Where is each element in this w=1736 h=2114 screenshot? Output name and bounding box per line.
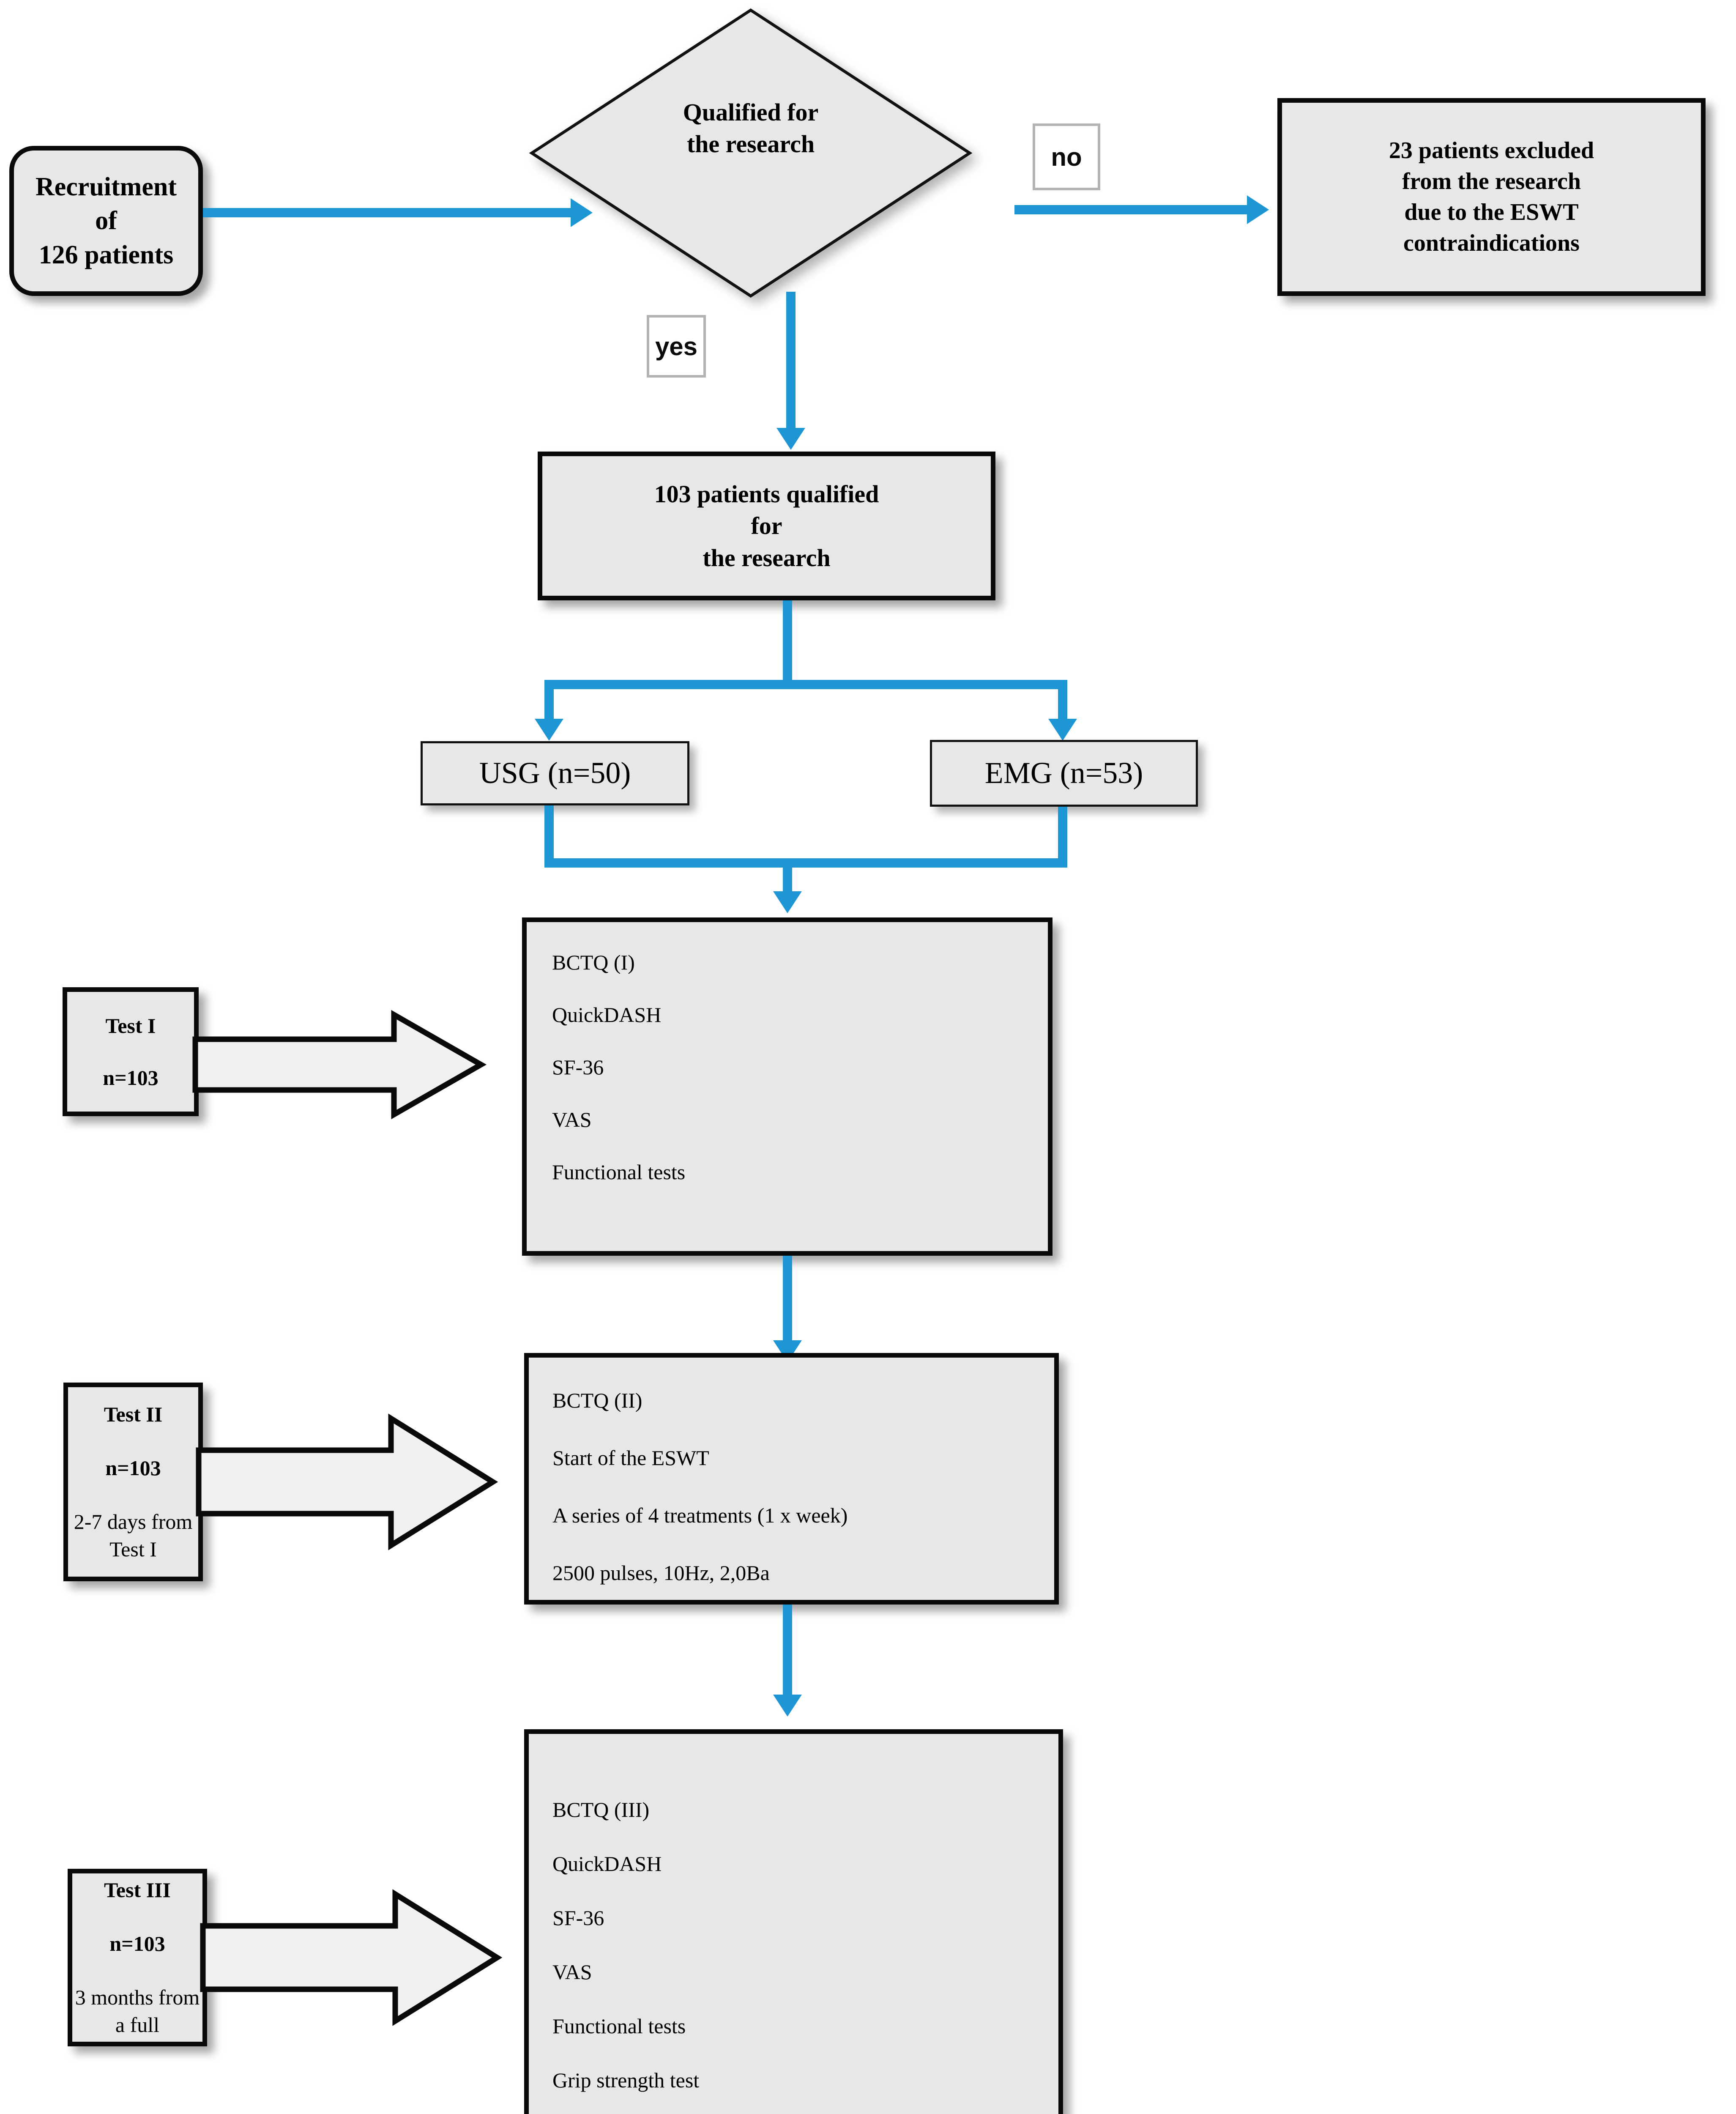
test-1-line-1: Test I bbox=[105, 1013, 156, 1038]
node-emg[interactable]: EMG (n=53) bbox=[930, 740, 1198, 807]
excluded-line-1: 23 patients excluded bbox=[1389, 137, 1594, 164]
label-test-1[interactable]: Test I n=103 bbox=[63, 987, 199, 1116]
stage-3-item-2: QuickDASH bbox=[552, 1852, 662, 1876]
test-3-line-2: n=103 bbox=[109, 1932, 165, 1955]
usg-label: USG (n=50) bbox=[479, 756, 631, 790]
connector-recruitment-to-decision bbox=[203, 208, 575, 217]
connector-decision-to-excluded bbox=[1014, 205, 1251, 214]
recruitment-line-1: Recruitment of bbox=[36, 172, 177, 235]
stage-2-item-2: Start of the ESWT bbox=[552, 1446, 709, 1470]
connector-qualified-stem bbox=[783, 600, 792, 685]
node-recruitment[interactable]: Recruitment of 126 patients bbox=[9, 146, 203, 296]
block-arrow-test-2 bbox=[196, 1413, 498, 1550]
stage-2-item-1: BCTQ (II) bbox=[552, 1388, 642, 1412]
test-2-line-4: Test I bbox=[109, 1537, 157, 1561]
block-arrow-test-3 bbox=[200, 1889, 503, 2026]
qualified-line-3: the research bbox=[703, 544, 831, 572]
qualified-line-1: 103 patients qualified bbox=[654, 480, 879, 508]
stage-1-item-1: BCTQ (I) bbox=[552, 950, 635, 974]
connector-decision-to-qualified bbox=[786, 292, 796, 432]
label-test-3[interactable]: Test III n=103 3 months from a full bbox=[68, 1869, 207, 2046]
label-test-2[interactable]: Test II n=103 2-7 days from Test I bbox=[63, 1383, 203, 1581]
stage-3-item-5: Functional tests bbox=[552, 2014, 686, 2038]
node-excluded[interactable]: 23 patients excluded from the research d… bbox=[1277, 98, 1706, 296]
connector-stage2-to-stage3 bbox=[783, 1605, 792, 1698]
edge-label-yes-text: yes bbox=[655, 332, 698, 361]
stage-3-item-6: Grip strength test bbox=[552, 2068, 700, 2092]
content-box-stage-1[interactable]: BCTQ (I) QuickDASH SF-36 VAS Functional … bbox=[522, 917, 1053, 1256]
emg-label: EMG (n=53) bbox=[984, 756, 1143, 790]
decision-line-2: the research bbox=[686, 130, 815, 158]
test-3-line-1: Test III bbox=[104, 1878, 171, 1902]
node-qualified[interactable]: 103 patients qualified for the research bbox=[538, 452, 995, 600]
decision-text: Qualified for the research bbox=[529, 96, 972, 160]
stage-1-item-2: QuickDASH bbox=[552, 1003, 662, 1027]
connector-split-right-drop bbox=[1058, 680, 1067, 726]
test-1-line-2: n=103 bbox=[103, 1065, 159, 1090]
content-box-stage-3[interactable]: BCTQ (III) QuickDASH SF-36 VAS Functiona… bbox=[524, 1729, 1063, 2114]
arrowhead-stage2-to-stage3 bbox=[773, 1695, 802, 1717]
stage-3-item-1: BCTQ (III) bbox=[552, 1798, 650, 1821]
stage-3-item-4: VAS bbox=[552, 1960, 592, 1984]
arrowhead-recruitment-to-decision bbox=[571, 198, 593, 227]
stage-3-item-3: SF-36 bbox=[552, 1906, 604, 1930]
content-box-stage-2[interactable]: BCTQ (II) Start of the ESWT A series of … bbox=[524, 1353, 1059, 1605]
excluded-line-3: due to the ESWT bbox=[1404, 199, 1579, 225]
connector-usg-drop bbox=[544, 805, 554, 865]
recruitment-line-2: 126 patients bbox=[38, 240, 174, 269]
block-arrow-test-1 bbox=[192, 1010, 487, 1120]
arrowhead-decision-to-qualified bbox=[776, 428, 805, 450]
edge-label-yes[interactable]: yes bbox=[647, 315, 706, 378]
node-decision[interactable]: Qualified for the research bbox=[529, 8, 973, 298]
connector-split-horizontal bbox=[544, 680, 1067, 689]
test-2-line-1: Test II bbox=[104, 1402, 163, 1426]
qualified-line-2: for bbox=[751, 512, 782, 540]
arrowhead-decision-to-excluded bbox=[1247, 195, 1269, 224]
arrowhead-to-usg bbox=[535, 719, 563, 741]
test-3-line-3: 3 months from a full bbox=[75, 1985, 200, 2037]
node-usg[interactable]: USG (n=50) bbox=[421, 741, 689, 805]
test-2-line-3: 2-7 days from bbox=[74, 1510, 193, 1533]
edge-label-no[interactable]: no bbox=[1033, 123, 1100, 190]
stage-1-item-4: VAS bbox=[552, 1108, 592, 1131]
arrowhead-to-emg bbox=[1048, 719, 1077, 741]
stage-2-item-4: 2500 pulses, 10Hz, 2,0Ba bbox=[552, 1561, 770, 1585]
connector-stage1-to-stage2 bbox=[783, 1256, 792, 1345]
arrowhead-merge-to-stage1 bbox=[773, 891, 802, 913]
stage-1-item-5: Functional tests bbox=[552, 1160, 686, 1184]
stage-2-item-3: A series of 4 treatments (1 x week) bbox=[552, 1503, 848, 1527]
edge-label-no-text: no bbox=[1051, 142, 1082, 171]
decision-diamond-shape bbox=[529, 8, 973, 298]
test-2-line-2: n=103 bbox=[105, 1456, 161, 1480]
connector-merge-stem bbox=[783, 858, 792, 896]
connector-merge-horizontal bbox=[544, 858, 1067, 868]
stage-1-item-3: SF-36 bbox=[552, 1055, 604, 1079]
excluded-line-2: from the research bbox=[1402, 168, 1581, 195]
connector-split-left-drop bbox=[544, 680, 554, 726]
connector-emg-drop bbox=[1058, 807, 1067, 865]
excluded-line-4: contraindications bbox=[1403, 230, 1580, 256]
decision-line-1: Qualified for bbox=[683, 99, 819, 126]
